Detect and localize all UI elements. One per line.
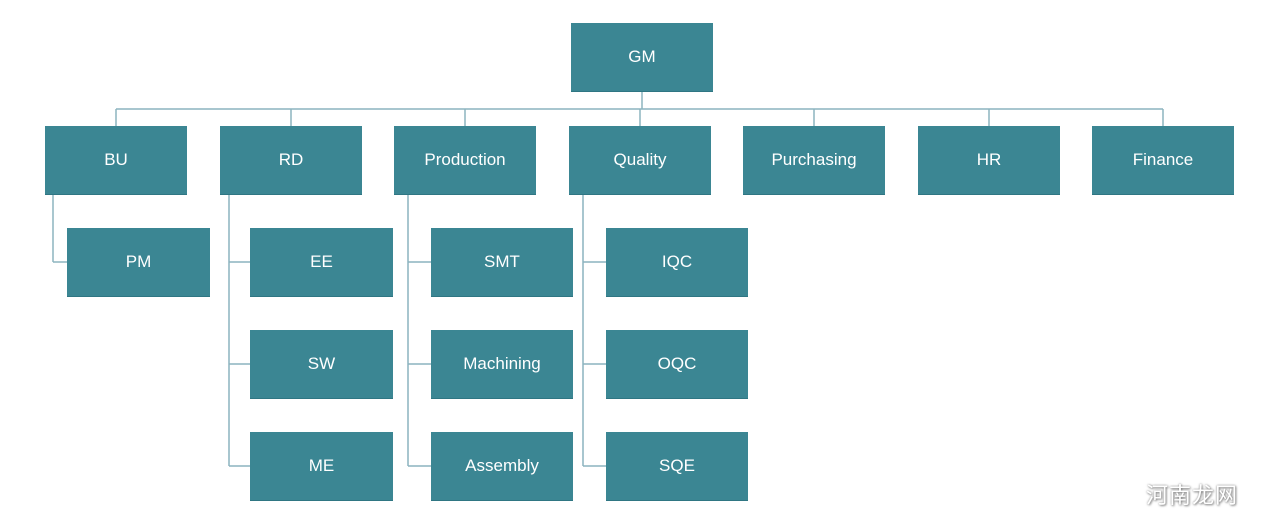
child-box-oqc: OQC [606,330,748,399]
child-box-pm: PM [67,228,210,297]
dept-box-hr: HR [918,126,1060,195]
child-box-me: ME [250,432,393,501]
dept-box-rd: RD [220,126,362,195]
child-box-assembly: Assembly [431,432,573,501]
child-box-iqc: IQC [606,228,748,297]
child-box-machining: Machining [431,330,573,399]
dept-box-production: Production [394,126,536,195]
root-box-gm: GM [571,23,713,92]
child-box-ee: EE [250,228,393,297]
child-box-sw: SW [250,330,393,399]
dept-box-finance: Finance [1092,126,1234,195]
dept-box-bu: BU [45,126,187,195]
watermark-text: 河南龙网 [1145,484,1238,509]
child-box-smt: SMT [431,228,573,297]
dept-box-quality: Quality [569,126,711,195]
child-box-sqe: SQE [606,432,748,501]
dept-box-purchasing: Purchasing [743,126,885,195]
